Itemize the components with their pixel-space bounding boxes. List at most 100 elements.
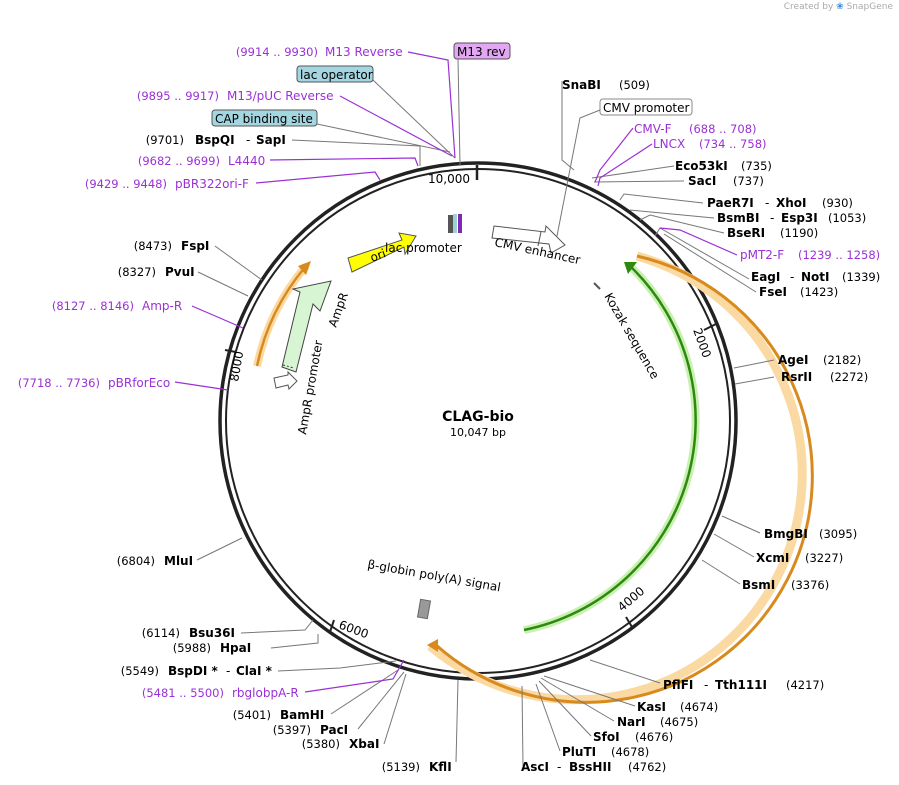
site-bspdi-sep: - [226,664,230,678]
site-xcmi[interactable]: XcmI [756,551,789,565]
primer-cmvf[interactable]: CMV-F [634,122,672,136]
tick-label-2000: 2000 [690,326,714,359]
site-pluti[interactable]: PluTI [562,745,596,759]
site-hpai[interactable]: HpaI [220,641,251,655]
primer-ampr[interactable]: Amp-R [142,299,182,313]
site-rsrii-pos: (2272) [830,370,868,384]
site-noti[interactable]: NotI [801,270,830,284]
cmv-promoter-box[interactable] [599,98,693,116]
site-eco53ki[interactable]: Eco53kI [675,159,728,173]
snapgene-logo: ❀ [836,2,844,12]
site-paci[interactable]: PacI [320,723,348,737]
site-fsei[interactable]: FseI [759,285,787,299]
primer-m13puc[interactable]: M13/pUC Reverse [227,89,334,103]
site-saci[interactable]: SacI [688,174,716,188]
site-nari[interactable]: NarI [617,715,646,729]
site-bsmi[interactable]: BsmI [742,578,775,592]
cap-site-box[interactable] [211,109,318,127]
ori-feature[interactable] [347,232,417,273]
site-xhoi[interactable]: XhoI [776,196,807,210]
site-mlui[interactable]: MluI [164,554,193,568]
m13-rev-box[interactable] [453,42,511,60]
site-xbai[interactable]: XbaI [349,737,379,751]
primer-lncx-pos: (734 .. 758) [699,137,767,151]
site-bsshii[interactable]: BssHII [569,760,611,774]
site-sapi[interactable]: SapI [256,133,286,147]
lac-promoter-mark[interactable] [448,215,454,233]
tick-label-6000: 6000 [337,618,370,642]
site-rsrii[interactable]: RsrII [781,370,812,384]
sites-left: (9701) BspQI - SapI (8473) FspI (8327) P… [117,133,452,774]
primer-pmt2f-pos: (1239 .. 1258) [798,248,880,262]
ampr-feature[interactable] [281,280,332,373]
site-bmgbi-pos: (3095) [819,527,857,541]
primer-ampr-pos: (8127 .. 8146) [52,299,134,313]
site-kfli-pos: (5139) [382,760,420,774]
site-snabi[interactable]: SnaBI [562,78,601,92]
site-esp3i[interactable]: Esp3I [781,211,818,225]
site-bspqi[interactable]: BspQI [195,133,235,147]
ampr-label: AmpR [326,291,351,329]
primer-m13-reverse[interactable]: M13 Reverse [325,45,403,59]
lac-operator-box[interactable] [296,65,374,83]
primer-m13-reverse-pos: (9914 .. 9930) [236,45,318,59]
kozak-label: Kozak sequence [601,291,662,382]
primer-pbrforeco[interactable]: pBRforEco [108,376,170,390]
site-eagi[interactable]: EagI [751,270,780,284]
site-agei[interactable]: AgeI [778,353,808,367]
credit-prefix: Created by [783,2,834,12]
ampr-promoter-feature[interactable] [273,370,298,390]
site-sfoi[interactable]: SfoI [593,730,620,744]
site-bsu36i[interactable]: Bsu36I [189,626,235,640]
site-asci[interactable]: AscI [521,760,549,774]
site-bspdi-pos: (5549) [121,664,159,678]
site-kasi-pos: (4674) [680,700,718,714]
primer-lncx[interactable]: LNCX [653,137,685,151]
cmv-enhancer-feature[interactable] [491,224,566,254]
site-clai[interactable]: ClaI * [236,664,273,678]
primer-l4440[interactable]: L4440 [228,154,265,168]
site-fspi[interactable]: FspI [181,239,209,253]
primer-pbr322ori[interactable]: pBR322ori-F [175,177,249,191]
primer-cmvf-pos: (688 .. 708) [689,122,757,136]
tick-6000 [329,619,335,633]
primer-rbglobpa-pos: (5481 .. 5500) [142,686,224,700]
ampr-dashed [282,364,295,369]
site-bmgbi[interactable]: BmgBI [764,527,808,541]
primer-pmt2f[interactable]: pMT2-F [740,248,784,262]
lac-promoter-label: lac promoter [385,241,462,255]
cap-site-mark[interactable] [453,214,457,233]
primer-rbglobpa[interactable]: rbglobpA-R [232,686,299,700]
kozak-mark [593,282,601,290]
site-eagi-sep: - [790,270,794,284]
tick-2000 [703,323,717,331]
cmv-promoter-box-label: CMV promoter [603,101,690,115]
cmv-divider [537,231,542,247]
site-bspdi[interactable]: BspDI * [168,664,218,678]
green-arc [523,265,697,632]
site-bsu36i-pos: (6114) [142,626,180,640]
site-pflfi-sep: - [704,678,708,692]
site-tth111i-pos: (4217) [786,678,824,692]
site-esp3i-pos: (1053) [828,211,866,225]
site-fsei-pos: (1423) [800,285,838,299]
polya-label: β-globin poly(A) signal [366,557,501,594]
site-pflfi[interactable]: PflFI [663,678,693,692]
plasmid-name: CLAG-bio [442,409,514,425]
site-bseri[interactable]: BseRI [727,226,765,240]
m13-rev-mark[interactable] [458,214,462,233]
primer-pbrforeco-pos: (7718 .. 7736) [18,376,100,390]
amp-arc [255,265,307,367]
site-kfli[interactable]: KflI [429,760,452,774]
site-bamhi[interactable]: BamHI [280,708,324,722]
site-nari-pos: (4675) [660,715,698,729]
site-bspqi-sep: - [246,133,250,147]
site-pvui[interactable]: PvuI [165,265,195,279]
site-xbai-pos: (5380) [302,737,340,751]
site-tth111i[interactable]: Tth111I [715,678,767,692]
site-asci-sep: - [557,760,561,774]
polya-signal-feature[interactable] [416,598,432,620]
site-paer7i[interactable]: PaeR7I [707,196,754,210]
site-kasi[interactable]: KasI [637,700,666,714]
site-bsmbi[interactable]: BsmBI [717,211,759,225]
